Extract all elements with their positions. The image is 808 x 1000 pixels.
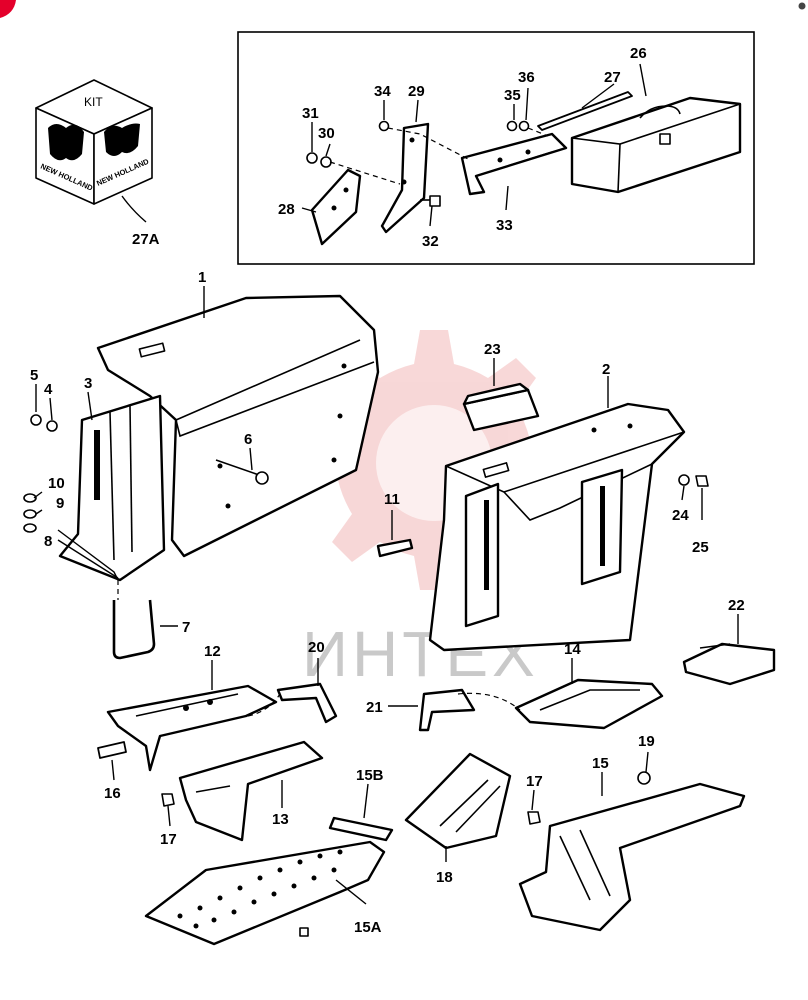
callout-33: 33 — [496, 217, 513, 234]
left-fender — [23, 294, 380, 660]
callout-27a: 27A — [132, 231, 160, 248]
callout-10: 10 — [48, 475, 65, 492]
callout-26: 26 — [630, 45, 647, 62]
callout-24: 24 — [672, 507, 689, 524]
callout-16: 16 — [104, 785, 121, 802]
kit-header: KIT — [84, 95, 103, 109]
callout-15b: 15B — [356, 767, 384, 784]
callout-18: 18 — [436, 869, 453, 886]
callout-19: 19 — [638, 733, 655, 750]
callout-20: 20 — [308, 639, 325, 656]
callout-34: 34 — [374, 83, 391, 100]
callout-25: 25 — [692, 539, 709, 556]
callout-31: 31 — [302, 105, 319, 122]
callout-7: 7 — [182, 619, 190, 636]
corner-dot — [798, 2, 806, 10]
callout-9: 9 — [56, 495, 64, 512]
callout-11: 11 — [384, 491, 400, 508]
callout-13: 13 — [272, 811, 289, 828]
callout-3: 3 — [84, 375, 92, 392]
right-fender — [376, 382, 709, 652]
callout-21: 21 — [366, 699, 383, 716]
callout-15a: 15A — [354, 919, 382, 936]
corner-badge — [0, 0, 16, 18]
callout-labels: 1 2 3 4 5 6 7 8 9 10 11 12 13 14 15 15A … — [30, 45, 745, 936]
callout-23: 23 — [484, 341, 501, 358]
callout-35: 35 — [504, 87, 521, 104]
callout-1: 1 — [198, 269, 206, 286]
callout-12: 12 — [204, 643, 221, 660]
callout-4: 4 — [44, 381, 53, 398]
callout-2: 2 — [602, 361, 610, 378]
callout-32: 32 — [422, 233, 439, 250]
toolbox-inset-frame — [237, 31, 755, 265]
callout-6: 6 — [244, 431, 252, 448]
callout-14: 14 — [564, 641, 581, 658]
callout-30: 30 — [318, 125, 335, 142]
callout-27: 27 — [604, 69, 621, 86]
lower-parts — [97, 642, 776, 946]
toolbox-assembly — [306, 91, 742, 246]
callout-leaders — [33, 63, 739, 905]
callout-29: 29 — [408, 83, 425, 100]
callout-28: 28 — [278, 201, 295, 218]
callout-15: 15 — [592, 755, 609, 772]
callout-17b: 17 — [526, 773, 543, 790]
new-holland-logo-icon — [48, 123, 140, 161]
callout-8: 8 — [44, 533, 52, 550]
callout-17a: 17 — [160, 831, 177, 848]
callout-36: 36 — [518, 69, 535, 86]
callout-22: 22 — [728, 597, 745, 614]
kit-box: KIT NEW HOLLAND NEW HOLLAND — [35, 79, 153, 223]
callout-5: 5 — [30, 367, 38, 384]
